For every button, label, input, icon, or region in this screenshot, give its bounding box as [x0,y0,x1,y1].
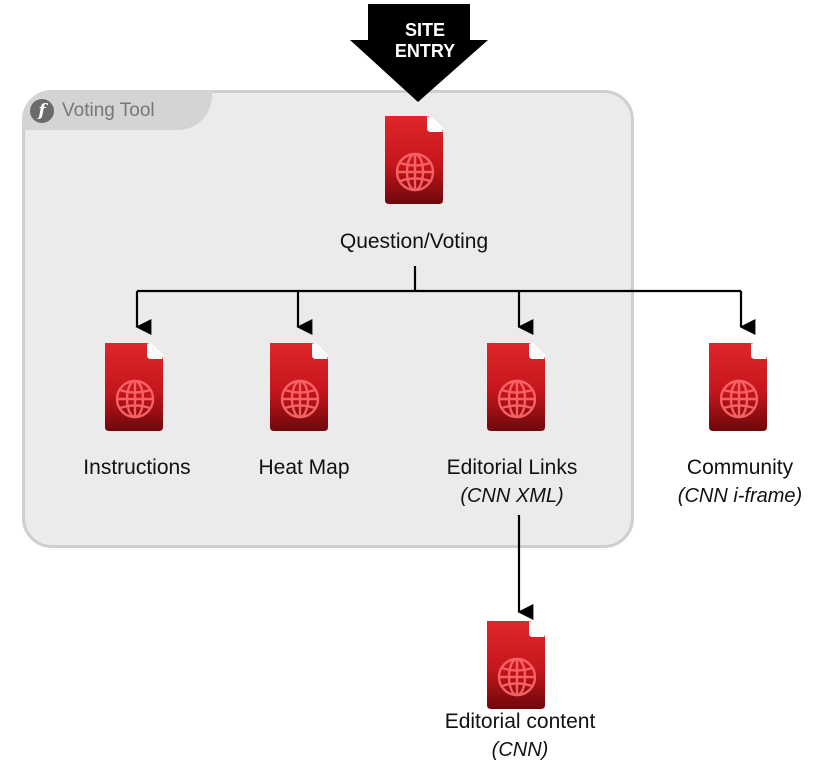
page-icon-community [707,341,769,433]
page-icon-editorial-content [485,619,547,711]
node-label-heat-map: Heat Map [258,456,350,479]
group-label: Voting Tool [62,100,155,121]
page-icon-question-voting [383,114,445,206]
node-label-editorial-links: Editorial Links [446,456,578,479]
node-sub-editorial-links: (CNN XML) [460,485,564,507]
node-sub-editorial-content: (CNN) [491,739,549,761]
page-icon-heat-map [268,341,330,433]
node-sub-community: (CNN i-frame) [677,485,803,507]
site-entry-line2: ENTRY [394,41,456,61]
site-entry-line1: SITE [404,20,445,40]
node-label-question-voting: Question/Voting [339,230,489,253]
site-entry-label: SITE ENTRY [365,20,485,62]
node-label-community: Community [686,456,794,479]
page-icon-editorial-links [485,341,547,433]
node-label-instructions: Instructions [83,456,191,479]
node-label-editorial-content: Editorial content [444,710,596,733]
flash-icon: f [30,99,54,123]
page-icon-instructions [103,341,165,433]
